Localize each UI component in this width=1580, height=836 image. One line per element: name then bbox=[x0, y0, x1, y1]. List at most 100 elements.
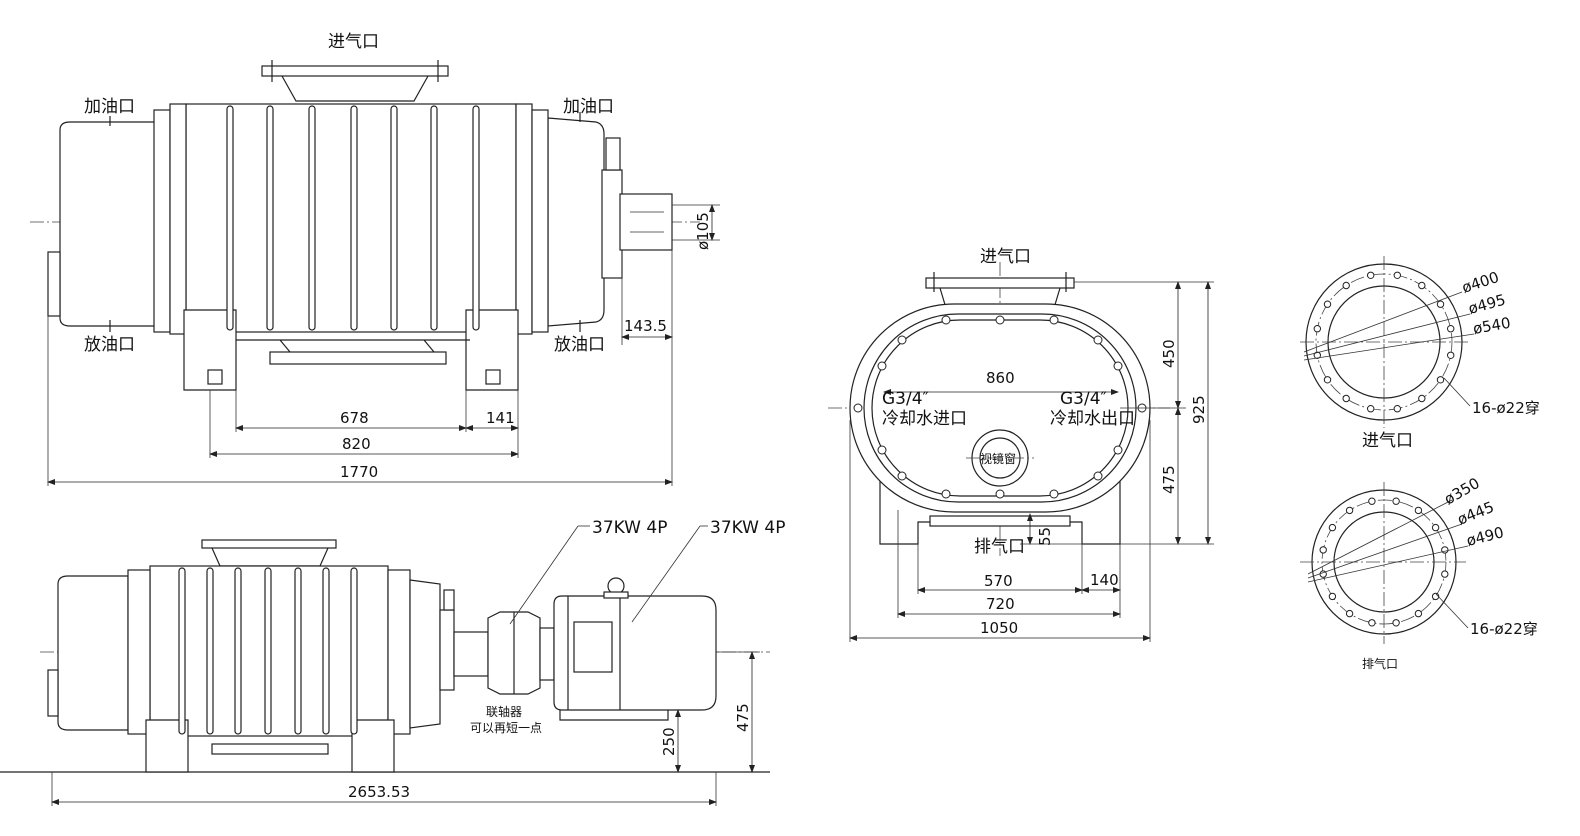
bolt-hole bbox=[1418, 394, 1426, 403]
sv-water-out-label: 冷却水出口 bbox=[1050, 409, 1135, 429]
fl1-d3-label: ø540 bbox=[1472, 314, 1512, 338]
bolt-hole bbox=[1368, 497, 1376, 505]
sv-total-height-dim: 925 bbox=[1190, 395, 1208, 424]
cover-bolt bbox=[1093, 471, 1103, 481]
sv-water-in-thread: G3/4″ bbox=[882, 389, 929, 409]
fl2-holes-label: 16-ø22穿 bbox=[1470, 620, 1538, 638]
sv-water-out-thread: G3/4″ bbox=[1060, 389, 1107, 409]
cover-bolt bbox=[1093, 335, 1103, 345]
bolt-hole bbox=[1319, 546, 1327, 554]
housing-rib bbox=[350, 567, 358, 735]
cover-bolt bbox=[995, 489, 1005, 499]
bolt-hole bbox=[1447, 325, 1455, 333]
tv-coupling-note-1: 联轴器 bbox=[486, 704, 522, 719]
bolt-hole bbox=[1328, 592, 1337, 601]
bolt-hole bbox=[1342, 394, 1350, 403]
housing-rib bbox=[390, 105, 398, 331]
bolt-hole bbox=[1436, 376, 1445, 384]
fv-length-dim: 1770 bbox=[340, 463, 378, 481]
sv-foot-span-dim: 720 bbox=[986, 595, 1015, 613]
sv-outlet-offset-dim: 55 bbox=[1036, 527, 1054, 546]
cover-bolt bbox=[1113, 361, 1123, 371]
housing-rib bbox=[206, 567, 214, 735]
bolt-hole bbox=[1441, 570, 1449, 578]
fv-oil-drain-left-label: 放油口 bbox=[84, 335, 135, 355]
bolt-hole bbox=[1313, 325, 1322, 333]
tv-motor-label-1: 37KW 4P bbox=[592, 518, 667, 538]
bolt-hole bbox=[1436, 300, 1445, 308]
bolt-hole bbox=[1313, 351, 1322, 359]
front-view: 进气口 加油口 加油口 放油口 放油口 ø105 143.5 678 141 8… bbox=[30, 32, 720, 486]
housing-rib bbox=[178, 567, 186, 735]
fl2-d3-label: ø490 bbox=[1465, 523, 1506, 550]
cover-bolt bbox=[995, 315, 1005, 325]
cover-bolt bbox=[877, 445, 887, 455]
cover-bolt bbox=[853, 403, 863, 413]
tv-motor-label-2: 37KW 4P bbox=[710, 518, 785, 538]
sv-sight-glass-label: 视镜窗 bbox=[980, 451, 1016, 466]
bolt-hole bbox=[1392, 619, 1400, 627]
housing-rib bbox=[234, 567, 242, 735]
sv-upper-dim: 450 bbox=[1160, 339, 1178, 368]
cover-bolt bbox=[1113, 445, 1123, 455]
cover-bolt bbox=[1049, 315, 1059, 325]
cover-bolt bbox=[897, 335, 907, 345]
fl1-caption: 进气口 bbox=[1362, 431, 1413, 451]
fl1-d2-label: ø495 bbox=[1466, 291, 1507, 318]
bolt-hole bbox=[1441, 546, 1449, 554]
fl1-holes-label: 16-ø22穿 bbox=[1472, 399, 1540, 417]
tv-motor-height-dim: 475 bbox=[734, 703, 752, 732]
fv-oil-drain-right-label: 放油口 bbox=[554, 335, 605, 355]
housing-rib bbox=[266, 105, 274, 331]
sv-inlet-label: 进气口 bbox=[980, 247, 1031, 267]
bolt-hole bbox=[1393, 405, 1402, 413]
fv-foot-right-dim: 141 bbox=[486, 409, 515, 427]
sv-lower-dim: 475 bbox=[1160, 465, 1178, 494]
bolt-hole bbox=[1431, 523, 1440, 532]
tv-coupling-note-2: 可以再短一点 bbox=[470, 721, 542, 735]
fv-shaft-ext-dim: 143.5 bbox=[624, 317, 667, 335]
housing-rib bbox=[322, 567, 330, 735]
bolt-hole bbox=[1367, 271, 1375, 279]
bolt-hole bbox=[1342, 281, 1350, 290]
bolt-hole bbox=[1447, 351, 1455, 359]
cover-bolt bbox=[941, 315, 951, 325]
bolt-hole bbox=[1393, 271, 1402, 279]
sv-outlet-label: 排气口 bbox=[974, 537, 1025, 557]
bolt-hole bbox=[1392, 497, 1400, 505]
fl2-caption: 排气口 bbox=[1362, 656, 1398, 671]
cover-bolt bbox=[941, 489, 951, 499]
fv-oil-fill-right-label: 加油口 bbox=[563, 97, 614, 117]
bolt-hole bbox=[1328, 523, 1337, 532]
housing-rib bbox=[472, 105, 480, 331]
fv-oil-fill-left-label: 加油口 bbox=[84, 97, 135, 117]
fv-inlet-label: 进气口 bbox=[328, 32, 379, 52]
bolt-hole bbox=[1323, 376, 1332, 384]
bolt-hole bbox=[1323, 300, 1332, 308]
bolt-hole bbox=[1414, 609, 1423, 618]
bolt-hole bbox=[1345, 506, 1354, 515]
tv-total-length-dim: 2653.53 bbox=[348, 783, 410, 801]
fv-shaft-dia-dim: ø105 bbox=[694, 212, 712, 250]
housing-rib bbox=[294, 567, 302, 735]
bolt-hole bbox=[1367, 405, 1375, 413]
bolt-hole bbox=[1368, 619, 1376, 627]
bolt-hole bbox=[1345, 609, 1354, 618]
housing-rib bbox=[430, 105, 438, 331]
fl2-d2-label: ø445 bbox=[1455, 498, 1497, 529]
housing-rib bbox=[264, 567, 272, 735]
housing-rib bbox=[308, 105, 316, 331]
outlet-flange: ø350 ø445 ø490 16-ø22穿 排气口 bbox=[1300, 474, 1538, 671]
sv-water-in-label: 冷却水进口 bbox=[882, 409, 967, 429]
fv-foot-span-dim: 820 bbox=[342, 435, 371, 453]
cover-bolt bbox=[1049, 489, 1059, 499]
tv-shaft-height-dim: 250 bbox=[660, 727, 678, 756]
sv-water-span-dim: 860 bbox=[986, 369, 1015, 387]
sv-width-dim: 1050 bbox=[980, 619, 1018, 637]
sv-foot-inner-dim: 570 bbox=[984, 572, 1013, 590]
fv-foot-inner-dim: 678 bbox=[340, 409, 369, 427]
cover-bolt bbox=[897, 471, 907, 481]
inlet-flange: ø400 ø495 ø540 16-ø22穿 进气口 bbox=[1300, 256, 1540, 451]
housing-rib bbox=[350, 105, 358, 331]
